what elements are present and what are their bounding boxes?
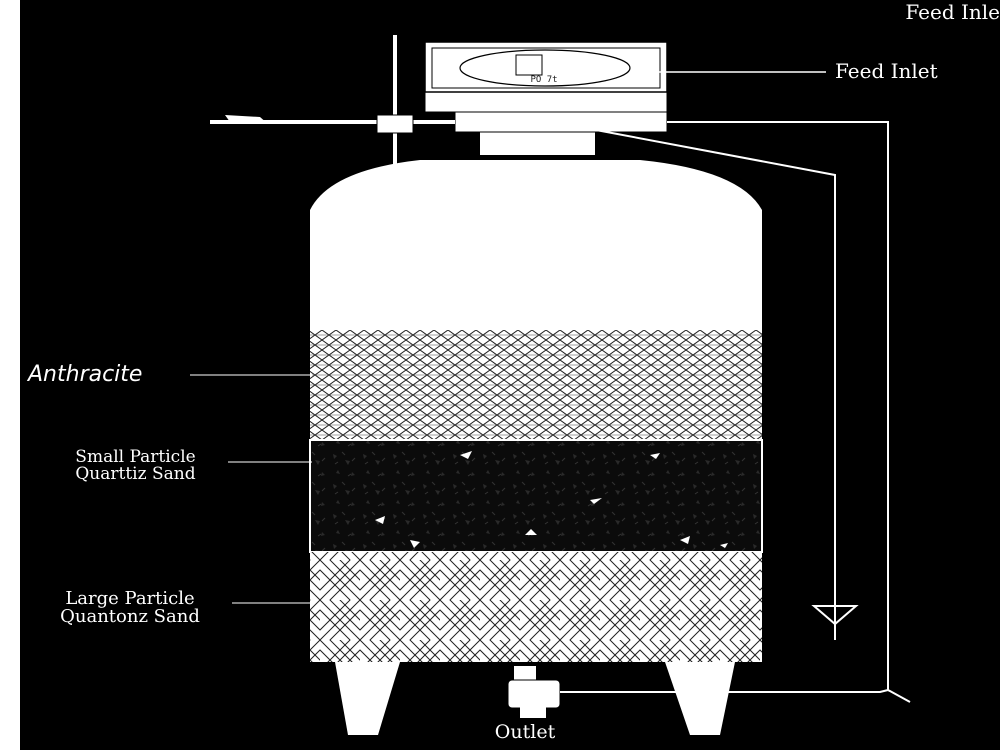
- tank-dome: [310, 160, 762, 330]
- controller-display-ring: [459, 49, 631, 87]
- top-feed-inlet-label: Feed Inle: [905, 0, 1000, 24]
- large-particle-label-line1: Large Particle: [65, 588, 195, 609]
- large-particle-label: Large Particle Quantonz Sand: [30, 590, 230, 626]
- feed-inlet-outer-pipe: [667, 121, 911, 703]
- outlet-neck: [514, 666, 536, 682]
- small-particle-label-line1: Small Particle: [75, 447, 196, 467]
- anthracite-layer: [310, 330, 762, 440]
- outlet-pipe: [560, 689, 889, 693]
- small-particle-chips: [375, 451, 728, 548]
- small-particle-label-line2: Quarttiz Sand: [75, 464, 196, 484]
- valve-base: [454, 109, 668, 133]
- flow-arrow: [811, 605, 859, 626]
- controller-bezel: [431, 47, 661, 89]
- controller-display-text: PO 7t: [530, 75, 558, 85]
- left-leg: [335, 662, 400, 735]
- anthracite-label: Anthracite: [28, 362, 143, 387]
- outlet-label: Outlet: [494, 721, 556, 743]
- small-particle-label: Small Particle Quarttiz Sand: [48, 449, 223, 483]
- left-pipe-valve: [376, 114, 414, 134]
- small-particle-layer: [309, 439, 763, 553]
- left-margin: [0, 0, 20, 750]
- outlet-valve: [507, 679, 561, 709]
- large-particle-layer: [310, 552, 762, 662]
- left-pipe-nozzle: [225, 115, 268, 124]
- controller-display-screen: [515, 54, 543, 76]
- feed-inlet-inner-pipe: [595, 129, 836, 640]
- large-particle-label-line2: Quantonz Sand: [60, 606, 200, 627]
- outlet-spout: [520, 706, 546, 718]
- right-leg: [665, 662, 735, 735]
- feed-inlet-label: Feed Inlet: [835, 59, 938, 83]
